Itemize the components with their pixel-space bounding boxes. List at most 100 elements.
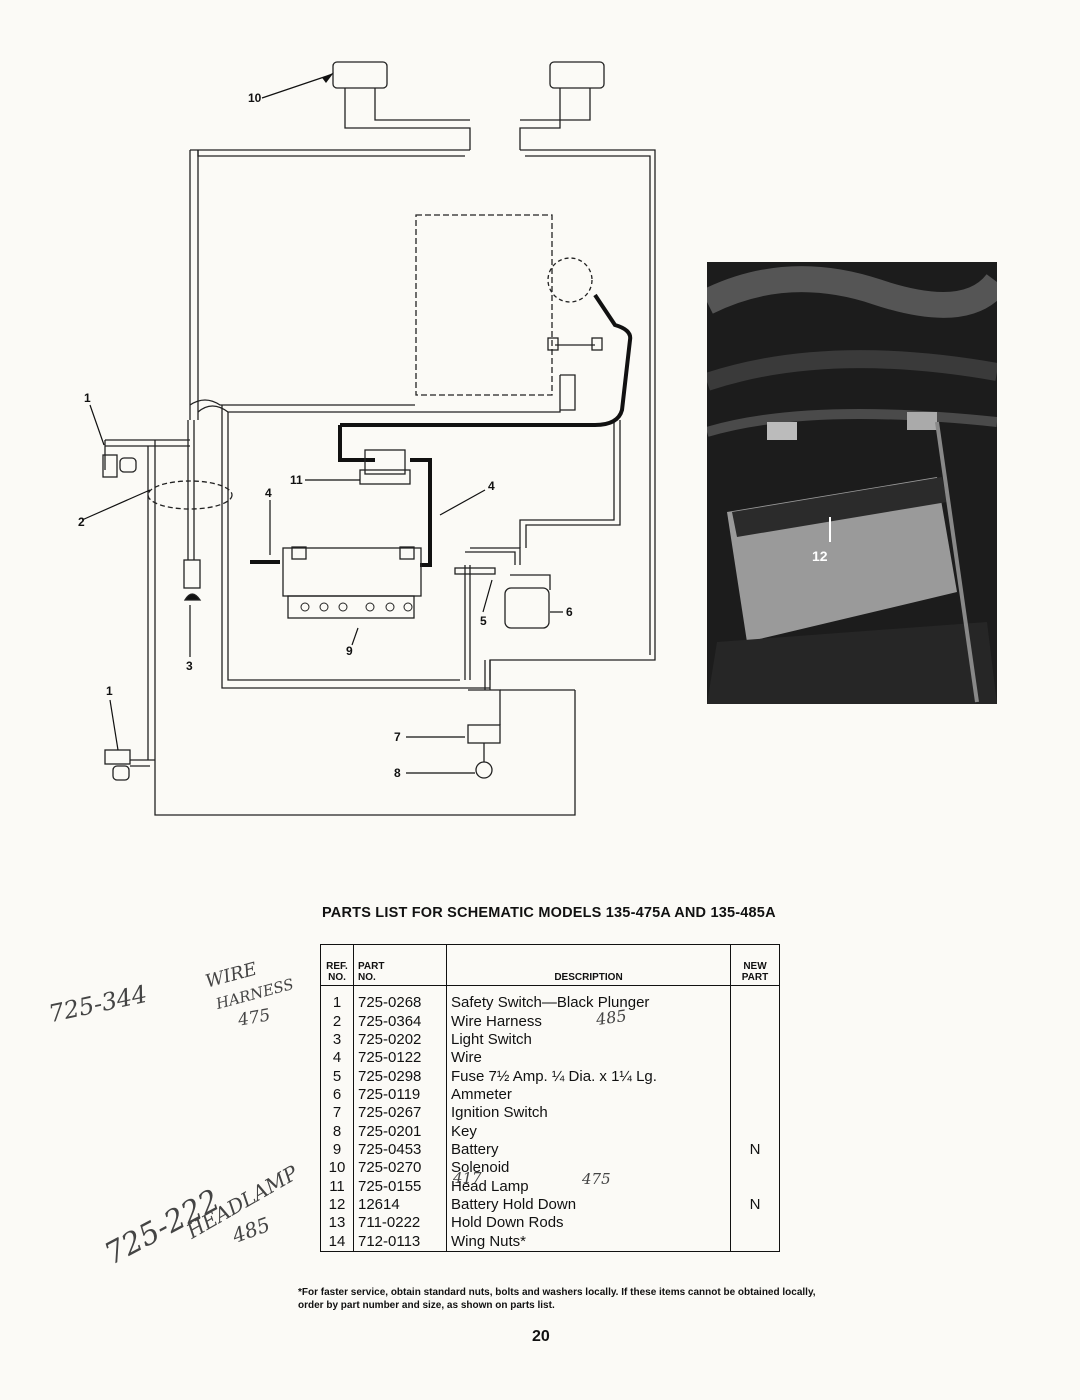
cell-new (730, 1067, 780, 1086)
cell-part: 725-0453 (353, 1140, 447, 1160)
cell-new (730, 1177, 780, 1196)
cell-part: 12614 (353, 1195, 447, 1215)
cell-part: 712-0113 (353, 1232, 447, 1252)
callout-4-right: 4 (488, 479, 495, 493)
cell-part: 725-0268 (353, 985, 447, 1013)
callout-3: 3 (186, 659, 193, 673)
cell-new (730, 1232, 780, 1252)
cell-new (730, 1122, 780, 1141)
callout-6: 6 (566, 605, 573, 619)
parts-table-header: REF. NO. PART NO. DESCRIPTION NEW PART (320, 944, 780, 986)
callout-11: 10 (248, 91, 262, 105)
page-number: 20 (532, 1328, 550, 1345)
cell-part: 725-0155 (353, 1177, 447, 1196)
callout-7: 7 (394, 730, 401, 744)
cell-ref: 7 (320, 1104, 354, 1123)
cell-new (730, 985, 780, 1013)
cell-new (730, 1049, 780, 1068)
cell-new (730, 1159, 780, 1178)
cell-new: N (730, 1140, 780, 1160)
cell-part: 725-0267 (353, 1104, 447, 1123)
wire-harness-callout (147, 480, 233, 510)
callout-4-left: 4 (265, 486, 272, 500)
cell-description: Ammeter (446, 1085, 731, 1105)
photo-callout-12: 12 (812, 548, 828, 564)
cell-ref: 1 (320, 985, 354, 1013)
cell-ref: 6 (320, 1085, 354, 1105)
cell-ref: 2 (320, 1012, 354, 1031)
cell-ref: 4 (320, 1049, 354, 1068)
cell-description: Wire Harness (446, 1012, 731, 1031)
handwritten-note-475: 475 (236, 1005, 272, 1031)
safety-switch-upper (102, 454, 118, 478)
ignition-switch (467, 724, 501, 744)
callout-10: 11 (290, 473, 303, 487)
header-description: DESCRIPTION (446, 944, 731, 986)
header-new-part: NEW PART (730, 944, 780, 986)
cell-new (730, 1104, 780, 1123)
headlamp-right (549, 61, 605, 89)
callout-9: 9 (346, 644, 353, 658)
cell-ref: 12 (320, 1195, 354, 1215)
cell-ref: 8 (320, 1122, 354, 1141)
battery-photo (707, 262, 997, 704)
cell-ref: 3 (320, 1030, 354, 1050)
callout-1-upper: 1 (84, 391, 91, 405)
cell-description: Battery Hold Down (446, 1195, 731, 1215)
cell-part: 711-0222 (353, 1214, 447, 1233)
cell-description: Ignition Switch (446, 1104, 731, 1123)
cell-new: N (730, 1195, 780, 1215)
solenoid (364, 449, 406, 475)
cell-ref: 14 (320, 1232, 354, 1252)
cell-description: Solenoid (446, 1159, 731, 1178)
parts-list-table: REF. NO. PART NO. DESCRIPTION NEW PART 1… (320, 944, 780, 1252)
cell-description: Fuse 7½ Amp. ¼ Dia. x 1¼ Lg. (446, 1067, 731, 1086)
header-part-no: PART NO. (353, 944, 447, 986)
safety-switch-lower (104, 749, 131, 765)
cell-part: 725-0298 (353, 1067, 447, 1086)
cell-description: Hold Down Rods (446, 1214, 731, 1233)
fuse (454, 567, 496, 575)
cell-part: 725-0122 (353, 1049, 447, 1068)
cell-description: Safety Switch—Black Plunger (446, 985, 731, 1013)
callout-2: 2 (78, 515, 85, 529)
ammeter (504, 587, 550, 629)
cell-new (730, 1012, 780, 1031)
headlamp-left (332, 61, 388, 89)
cell-new (730, 1214, 780, 1233)
housing-outline (415, 214, 553, 396)
cell-part: 725-0119 (353, 1085, 447, 1105)
cell-description: Wire (446, 1049, 731, 1068)
handwritten-note-part: 725-344 (46, 979, 150, 1029)
cell-part: 725-0202 (353, 1030, 447, 1050)
cell-ref: 13 (320, 1214, 354, 1233)
cell-description: Light Switch (446, 1030, 731, 1050)
ignition-key (475, 761, 493, 779)
cell-ref: 11 (320, 1177, 354, 1196)
parts-list-title: PARTS LIST FOR SCHEMATIC MODELS 135-475A… (322, 905, 776, 921)
footnote: *For faster service, obtain standard nut… (298, 1287, 816, 1311)
callout-1-lower: 1 (106, 684, 113, 698)
wiring-schematic: 10 1 2 4 11 4 3 6 5 9 1 7 8 (78, 61, 656, 816)
light-switch (183, 559, 201, 589)
cell-new (730, 1085, 780, 1105)
cell-ref: 10 (320, 1159, 354, 1178)
header-ref-no: REF. NO. (320, 944, 354, 986)
cell-part: 725-0201 (353, 1122, 447, 1141)
cell-part: 725-0270 (353, 1159, 447, 1178)
